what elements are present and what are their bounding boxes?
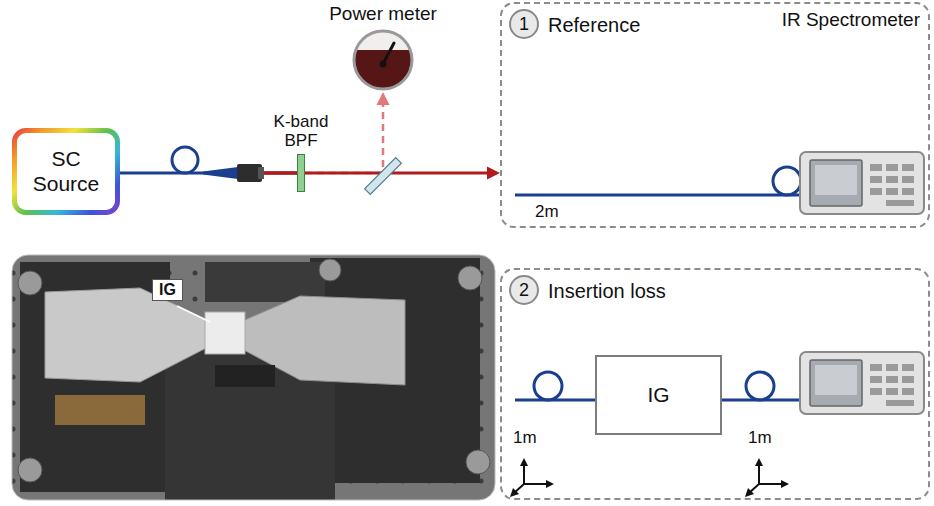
- insertion-loss-setup: [510, 458, 554, 497]
- reference-setup: [515, 152, 924, 214]
- insertion-loss-setup: [746, 372, 774, 400]
- length-label: 1m: [748, 428, 772, 448]
- insertion-loss-setup: [745, 458, 789, 497]
- step-number: 1: [509, 9, 539, 39]
- setup-photo: [12, 255, 495, 500]
- setup-photo: [55, 395, 145, 425]
- bandpass-filter: K-band BPF: [297, 154, 305, 192]
- setup-photo: [45, 288, 212, 382]
- reference-setup: [515, 194, 800, 197]
- node-label: IG: [647, 383, 669, 407]
- node-label: Power meter: [329, 3, 437, 25]
- label-holder: IG: [152, 279, 183, 301]
- setup-photo: [205, 312, 245, 354]
- setup-photo: [177, 306, 210, 322]
- callout-label: IG: [152, 279, 183, 301]
- reference-setup: [773, 167, 801, 195]
- instrument-label: IR Spectrometer: [782, 9, 920, 31]
- split-beam-arrow: [305, 92, 390, 173]
- step-number: 2: [509, 275, 539, 305]
- step-number-text: 1: [519, 14, 529, 35]
- arrowhead: [487, 167, 500, 180]
- connector-line: [305, 172, 490, 175]
- node-label: Insertion loss: [548, 279, 666, 303]
- fiber-connector: [258, 167, 264, 179]
- reference-setup: [800, 152, 924, 214]
- setup-photo: [12, 255, 495, 500]
- setup-photo: [18, 271, 42, 295]
- power-meter: Power meter: [351, 28, 415, 92]
- insertion-loss-setup: [534, 372, 562, 400]
- meter-needle: [383, 43, 394, 64]
- heading-holder: Power meter: [329, 3, 437, 25]
- free-space-beam: [264, 171, 297, 175]
- setup-panel: 1 Reference: [500, 2, 930, 228]
- setup-photo: [18, 458, 42, 482]
- device-box: IG: [595, 355, 722, 435]
- step-number-text: 2: [519, 280, 529, 301]
- label-holder: 2m: [535, 202, 559, 222]
- heading-holder: K-band BPF: [266, 112, 336, 150]
- beam-arrow: [305, 167, 500, 180]
- setup-photo: [319, 259, 341, 281]
- node-label: K-band BPF: [266, 112, 336, 150]
- node-label: SC Source: [30, 147, 102, 195]
- arrowhead: [377, 92, 390, 105]
- meter-face: [354, 31, 412, 89]
- fiber-taper: [203, 167, 238, 179]
- beam-splitter: [365, 158, 402, 195]
- setup-photo: [458, 266, 482, 290]
- label-holder: 1m: [748, 428, 772, 448]
- label-holder: IR Spectrometer: [782, 9, 920, 31]
- label-holder: 1m: [513, 428, 537, 448]
- meter-rim: [354, 31, 412, 89]
- setup-panel: 2IG Insertion loss: [500, 268, 930, 500]
- setup-photo: [215, 365, 275, 387]
- length-label: 1m: [513, 428, 537, 448]
- meter-pivot: [380, 61, 387, 68]
- fiber-coil: [172, 147, 198, 173]
- node-label: Reference: [548, 13, 640, 37]
- setup-photo: [466, 450, 490, 474]
- insertion-loss-setup: [800, 352, 924, 414]
- light-source-box: SC Source: [12, 128, 120, 215]
- length-label: 2m: [535, 202, 559, 222]
- meter-dial: [351, 28, 415, 92]
- photo-frame: [12, 255, 495, 500]
- insertion-loss-setup: [510, 352, 924, 497]
